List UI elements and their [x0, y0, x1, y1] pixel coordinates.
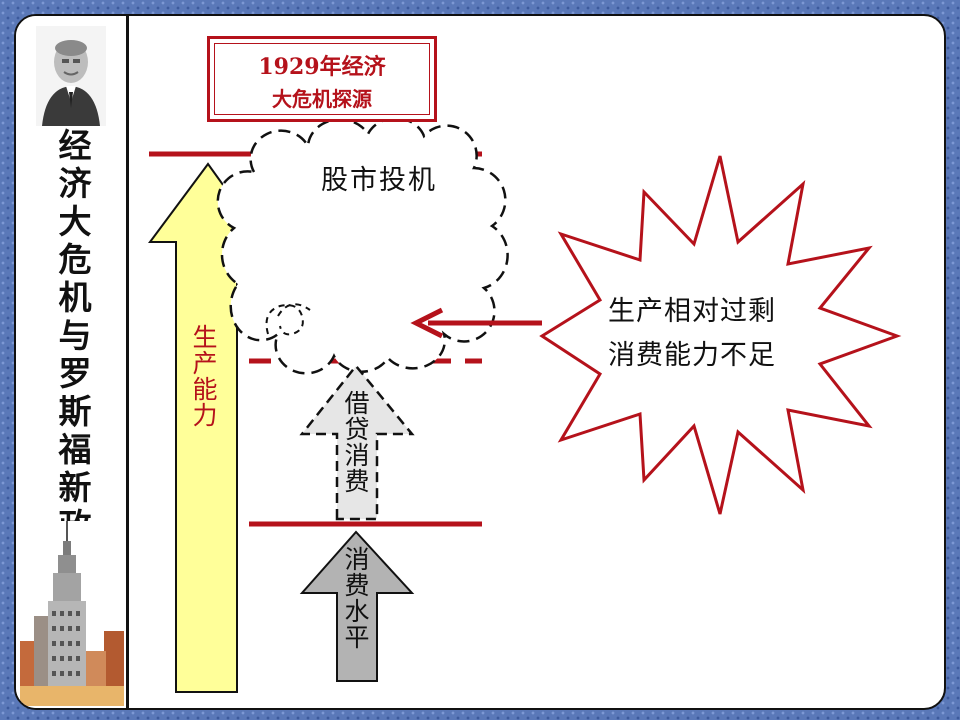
- consumption-arrow: [299, 530, 415, 682]
- title-line-1: 1929年经济: [258, 54, 386, 80]
- production-label: 生产能力: [189, 324, 218, 428]
- starburst-text: 生产相对过剩 消费能力不足: [608, 290, 828, 378]
- speculation-bubble: [216, 117, 509, 375]
- starburst-line-1: 生产相对过剩: [608, 296, 776, 327]
- slide-canvas: 经济大危机与罗斯福新政: [14, 14, 946, 710]
- bubble-swirl: [265, 303, 311, 336]
- title-line-2: 大危机探源: [272, 87, 372, 111]
- sidebar-title: 经济大危机与罗斯福新政: [53, 128, 92, 546]
- credit-arrow: [299, 364, 415, 521]
- portrait-icon: [36, 26, 106, 126]
- bubble-label: 股市投机: [321, 165, 437, 196]
- overproduction-starburst: [539, 155, 902, 515]
- title-box: 1929年经济 大危机探源: [207, 36, 437, 122]
- cause-arrow-head: [410, 307, 444, 339]
- diagram-canvas: [148, 117, 902, 693]
- sidebar: 经济大危机与罗斯福新政: [16, 16, 129, 708]
- consumption-label: 消费水平: [341, 546, 370, 650]
- starburst-line-2: 消费能力不足: [608, 340, 776, 371]
- credit-label: 借贷消费: [341, 390, 370, 494]
- skyline-icon: [20, 521, 124, 706]
